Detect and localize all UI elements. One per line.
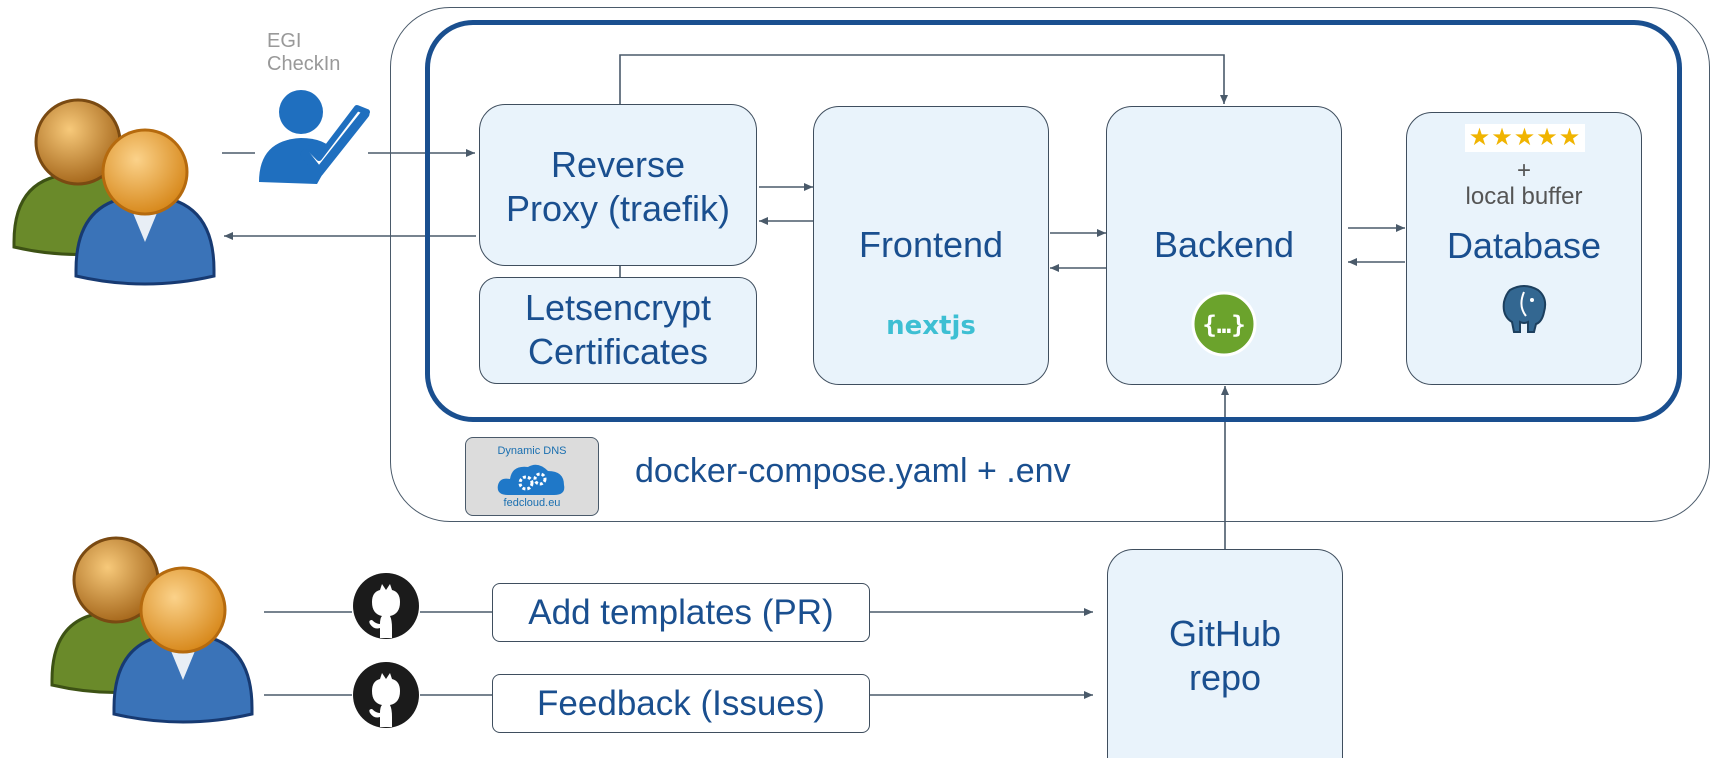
dynamic-dns-badge: Dynamic DNS fedcloud.eu [465, 437, 599, 516]
plus-sign: + [1516, 157, 1531, 184]
users-icon [12, 98, 216, 286]
contributors-icon [50, 536, 254, 724]
frontend-title: Frontend [858, 224, 1004, 265]
github-repo-line2: repo [1188, 657, 1262, 698]
fedcloud-label: fedcloud.eu [503, 497, 561, 509]
github-repo-box: GitHub repo [1107, 549, 1343, 758]
egi-label: EGI CheckIn [267, 30, 340, 76]
cloud-gears-icon [497, 464, 565, 495]
github-repo-line1: GitHub [1168, 613, 1282, 654]
reverse-proxy-box: Reverse Proxy (traefik) [479, 104, 757, 266]
five-star-rating: ★★★★★ [1465, 124, 1585, 152]
postgresql-elephant-icon [1502, 285, 1547, 333]
compose-label: docker-compose.yaml + .env [635, 452, 1071, 490]
reverse-proxy-line1: Reverse [550, 144, 686, 185]
frontend-box: Frontend nextjs [813, 106, 1049, 385]
local-buffer-label: local buffer [1465, 183, 1583, 210]
egi-label-line1: EGI [267, 30, 302, 52]
letsencrypt-box: Letsencrypt Certificates [479, 277, 757, 384]
compose-stack-frame [425, 20, 1682, 422]
dynamic-dns-label: Dynamic DNS [497, 445, 567, 457]
egi-label-line2: CheckIn [267, 53, 341, 75]
backend-title: Backend [1153, 224, 1295, 265]
database-box: ★★★★★ + local buffer Database [1406, 112, 1642, 385]
arrow-proxy-backend-loop [616, 54, 1228, 113]
egi-checkin-icon [259, 90, 370, 184]
database-title: Database [1446, 225, 1602, 266]
swagger-icon: {…} [1191, 291, 1257, 357]
feedback-pill: Feedback (Issues) [492, 674, 870, 733]
github-icon [353, 573, 419, 639]
nextjs-logo: nextjs [886, 311, 976, 341]
svg-text:{…}: {…} [1202, 311, 1245, 339]
docker-host-frame [390, 7, 1710, 522]
github-icon [353, 662, 419, 728]
reverse-proxy-line2: Proxy (traefik) [505, 188, 731, 229]
backend-box: Backend {…} [1106, 106, 1342, 385]
add-templates-pill: Add templates (PR) [492, 583, 870, 642]
letsencrypt-line2: Certificates [527, 331, 709, 372]
letsencrypt-line1: Letsencrypt [524, 287, 712, 328]
